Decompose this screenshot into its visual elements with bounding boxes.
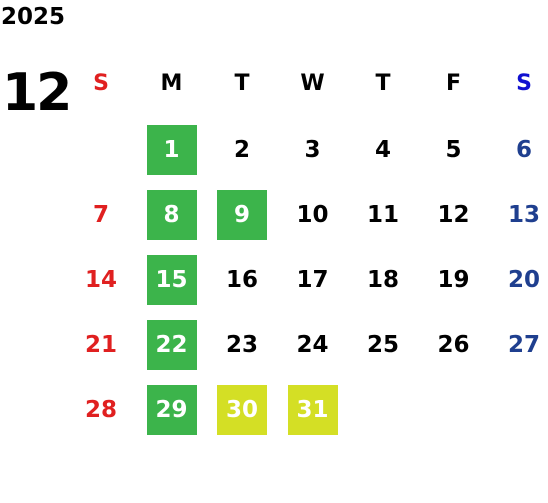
weekday-header: F: [445, 70, 462, 96]
date-cell[interactable]: 5: [445, 137, 462, 163]
weekday-header: T: [234, 70, 250, 96]
date-cell[interactable]: 8: [146, 190, 197, 240]
date-cell[interactable]: 18: [366, 267, 399, 293]
date-cell[interactable]: 3: [304, 137, 321, 163]
date-cell[interactable]: 28: [84, 397, 117, 423]
date-cell[interactable]: 4: [374, 137, 391, 163]
date-cell[interactable]: 31: [287, 385, 338, 435]
date-cell[interactable]: 22: [146, 320, 197, 370]
date-cell[interactable]: 14: [84, 267, 117, 293]
date-cell[interactable]: 7: [92, 202, 109, 228]
date-cell[interactable]: 13: [507, 202, 540, 228]
date-cell[interactable]: 1: [146, 125, 197, 175]
date-cell[interactable]: 25: [366, 332, 399, 358]
date-cell[interactable]: 15: [146, 255, 197, 305]
date-cell[interactable]: 6: [515, 137, 532, 163]
date-cell[interactable]: 9: [217, 190, 267, 240]
year-label: 2025: [1, 4, 66, 30]
date-cell[interactable]: 11: [366, 202, 399, 228]
date-cell[interactable]: 27: [507, 332, 540, 358]
date-cell[interactable]: 20: [507, 267, 540, 293]
date-cell[interactable]: 19: [437, 267, 470, 293]
date-cell[interactable]: 2: [233, 137, 250, 163]
weekday-header: M: [160, 70, 183, 96]
date-cell[interactable]: 17: [296, 267, 329, 293]
weekday-header: T: [375, 70, 391, 96]
date-cell[interactable]: 12: [437, 202, 470, 228]
date-cell[interactable]: 21: [84, 332, 117, 358]
weekday-header: W: [300, 70, 325, 96]
date-cell[interactable]: 24: [296, 332, 329, 358]
date-cell[interactable]: 10: [296, 202, 329, 228]
weekday-header: S: [516, 70, 532, 96]
date-cell[interactable]: 23: [225, 332, 258, 358]
date-cell[interactable]: 16: [225, 267, 258, 293]
weekday-header: S: [93, 70, 109, 96]
date-cell[interactable]: 26: [437, 332, 470, 358]
month-number: 12: [2, 63, 72, 123]
date-cell[interactable]: 30: [217, 385, 267, 435]
date-cell[interactable]: 29: [146, 385, 197, 435]
